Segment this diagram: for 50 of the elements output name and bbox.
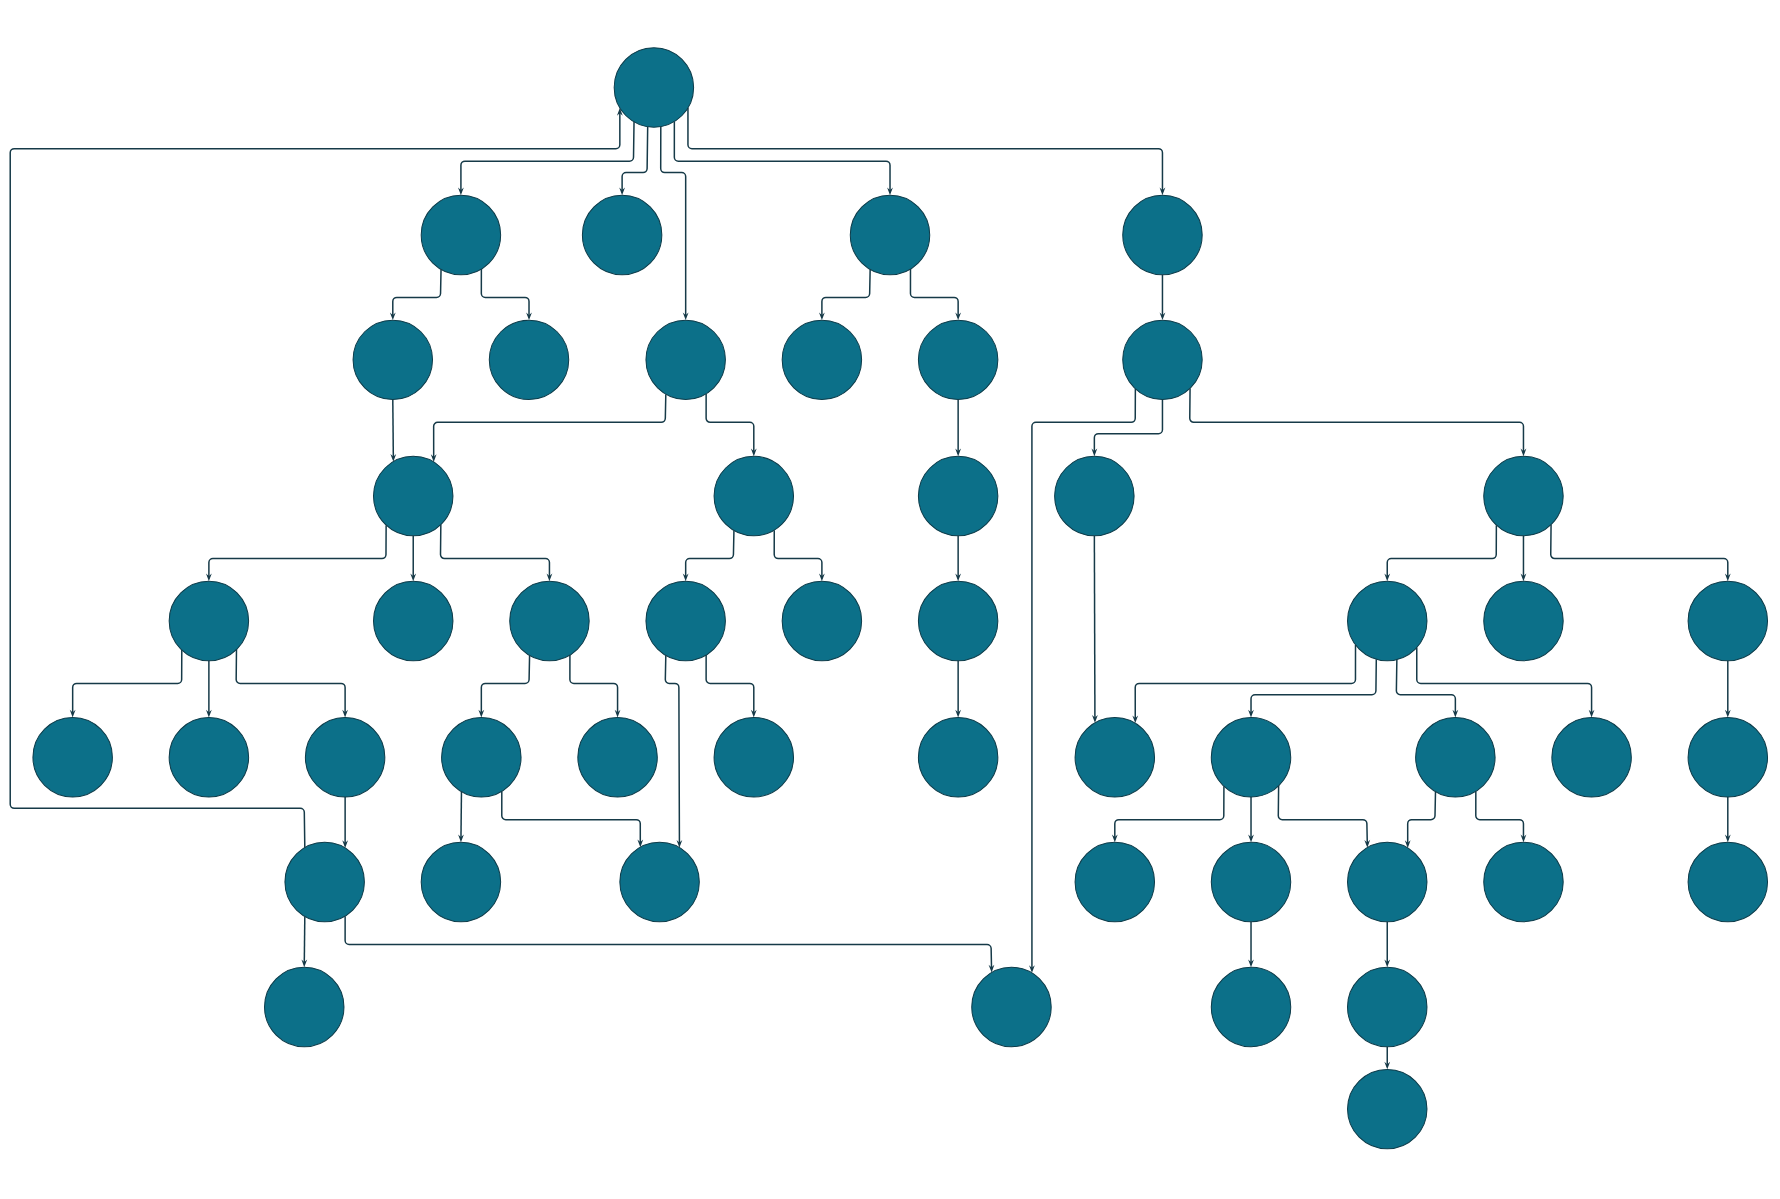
circle-node xyxy=(1347,1068,1428,1150)
circle-node xyxy=(509,580,590,662)
circle-node xyxy=(264,966,345,1048)
circle-node xyxy=(168,580,250,662)
circle-node xyxy=(1347,841,1428,923)
circle-node xyxy=(1210,841,1292,923)
circle-node xyxy=(917,716,999,798)
circle-node xyxy=(645,319,726,401)
circle-node xyxy=(1074,716,1156,798)
circle-node xyxy=(917,580,999,662)
circle-node xyxy=(1210,716,1292,798)
circle-node xyxy=(284,841,365,923)
circle-node xyxy=(420,194,502,276)
circle-node xyxy=(1347,966,1428,1048)
circle-node xyxy=(917,319,999,401)
circle-node xyxy=(488,319,570,401)
circle-node xyxy=(168,716,250,798)
circle-node xyxy=(1483,580,1564,662)
circle-node xyxy=(713,455,794,537)
circle-node xyxy=(1347,580,1428,662)
circle-node xyxy=(1210,966,1292,1048)
circle-node xyxy=(645,580,726,662)
circle-node xyxy=(373,580,454,662)
circle-node xyxy=(1415,716,1496,798)
circle-node xyxy=(1483,455,1564,537)
circle-node xyxy=(1687,580,1769,662)
circle-node xyxy=(781,580,863,662)
circle-node xyxy=(581,194,663,276)
circle-node xyxy=(32,716,113,798)
circle-node xyxy=(781,319,863,401)
circle-node xyxy=(971,966,1052,1048)
circle-node xyxy=(1122,319,1203,401)
circle-node xyxy=(1687,716,1769,798)
circle-node xyxy=(352,319,433,401)
circle-node xyxy=(441,716,522,798)
circle-node xyxy=(619,841,700,923)
circle-node xyxy=(613,47,695,128)
circle-node xyxy=(577,716,658,798)
circle-node xyxy=(1074,841,1156,923)
circle-node xyxy=(1687,841,1769,923)
circle-node xyxy=(1054,455,1135,537)
circle-node xyxy=(1122,194,1203,276)
circle-node xyxy=(304,716,386,798)
circle-node xyxy=(849,194,931,276)
circle-node xyxy=(373,455,454,537)
circle-node xyxy=(917,455,999,537)
circle-node xyxy=(713,716,794,798)
circle-node xyxy=(1483,841,1564,923)
circle-node xyxy=(420,841,502,923)
circle-node xyxy=(1551,716,1632,798)
